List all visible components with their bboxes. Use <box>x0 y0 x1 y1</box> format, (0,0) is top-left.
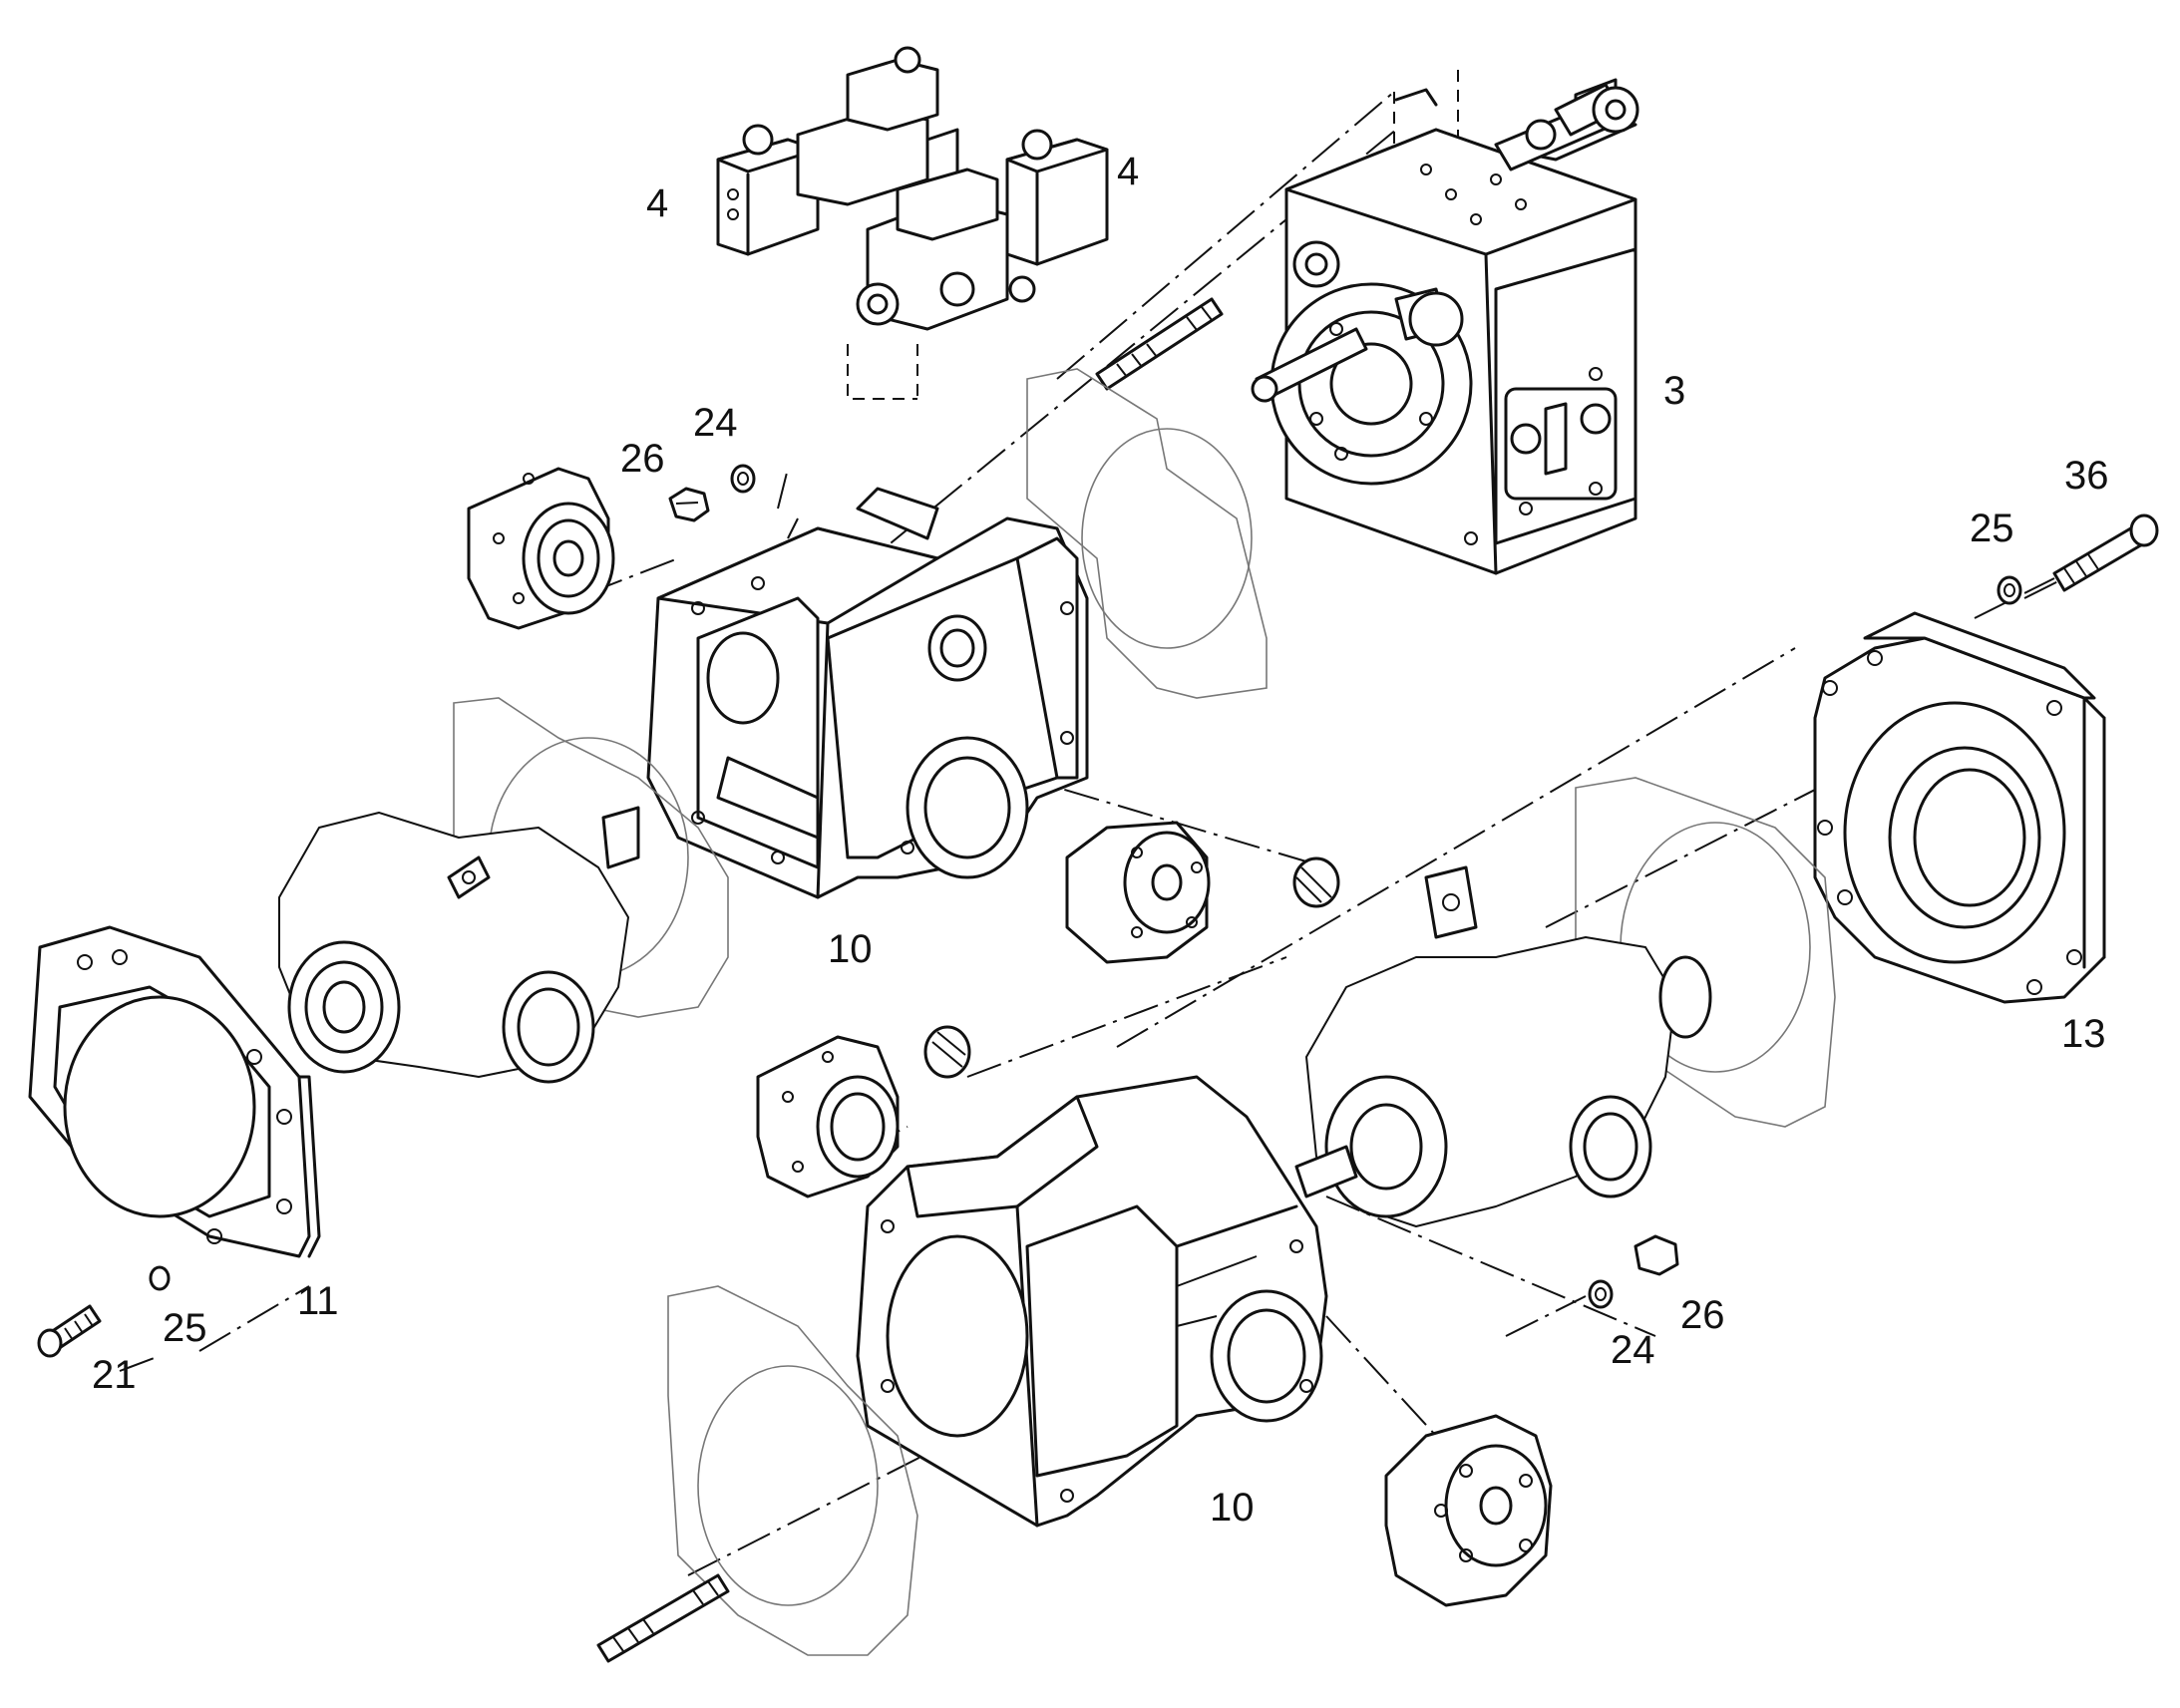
nut-upper <box>668 487 710 522</box>
callout-11: 11 <box>297 1279 339 1323</box>
bearing-cap-lower-right <box>1384 1414 1553 1607</box>
callout-10-upper: 10 <box>828 927 873 971</box>
gasket-upper <box>1026 368 1268 699</box>
end-cover <box>28 925 321 1258</box>
callout-26-upper: 26 <box>620 437 665 481</box>
threaded-stud-lower <box>596 1573 730 1663</box>
screw-right <box>2052 513 2159 592</box>
washer-upper <box>730 464 756 494</box>
bearing-cap-upper-left <box>467 467 615 630</box>
callout-36: 36 <box>2064 454 2109 498</box>
callout-25-upper: 25 <box>1970 507 2014 550</box>
callout-25-lower: 25 <box>163 1306 207 1350</box>
callout-24-upper: 24 <box>693 401 738 445</box>
plug-lower <box>923 1025 971 1079</box>
washer-lower <box>1588 1279 1614 1309</box>
control-valve-lower <box>856 129 1109 331</box>
callout-labels: 4 4 3 24 26 36 25 10 13 11 25 21 24 26 1… <box>92 150 2109 1530</box>
lever-arm <box>1494 83 1639 171</box>
control-valve-upper <box>716 46 959 256</box>
callout-10-lower: 10 <box>1210 1486 1255 1530</box>
callout-21: 21 <box>92 1353 137 1397</box>
callout-4-left: 4 <box>646 181 668 225</box>
callout-26-lower: 26 <box>1680 1293 1725 1337</box>
nut-lower <box>1634 1234 1679 1276</box>
pump-housing-lower <box>856 1075 1328 1528</box>
pump-housing-upper <box>646 487 1089 899</box>
gasket-lower <box>667 1285 918 1656</box>
rotary-group-lower <box>1294 865 1712 1227</box>
callout-4-right: 4 <box>1117 150 1139 193</box>
bearing-cap-upper-right <box>1065 821 1211 964</box>
threaded-stud-upper <box>1095 297 1224 391</box>
screw-left <box>37 1304 102 1358</box>
callout-3: 3 <box>1663 369 1685 413</box>
washer-right <box>1997 575 2022 605</box>
bearing-cap-lower-left <box>756 1035 900 1198</box>
end-cover-right <box>1813 611 2106 1004</box>
washer-left <box>149 1265 171 1291</box>
pump-housing <box>1251 78 1637 575</box>
rotary-group-upper <box>278 806 640 1084</box>
callout-13: 13 <box>2061 1012 2106 1056</box>
plug-upper <box>1292 856 1340 908</box>
callout-24-lower: 24 <box>1611 1328 1655 1372</box>
